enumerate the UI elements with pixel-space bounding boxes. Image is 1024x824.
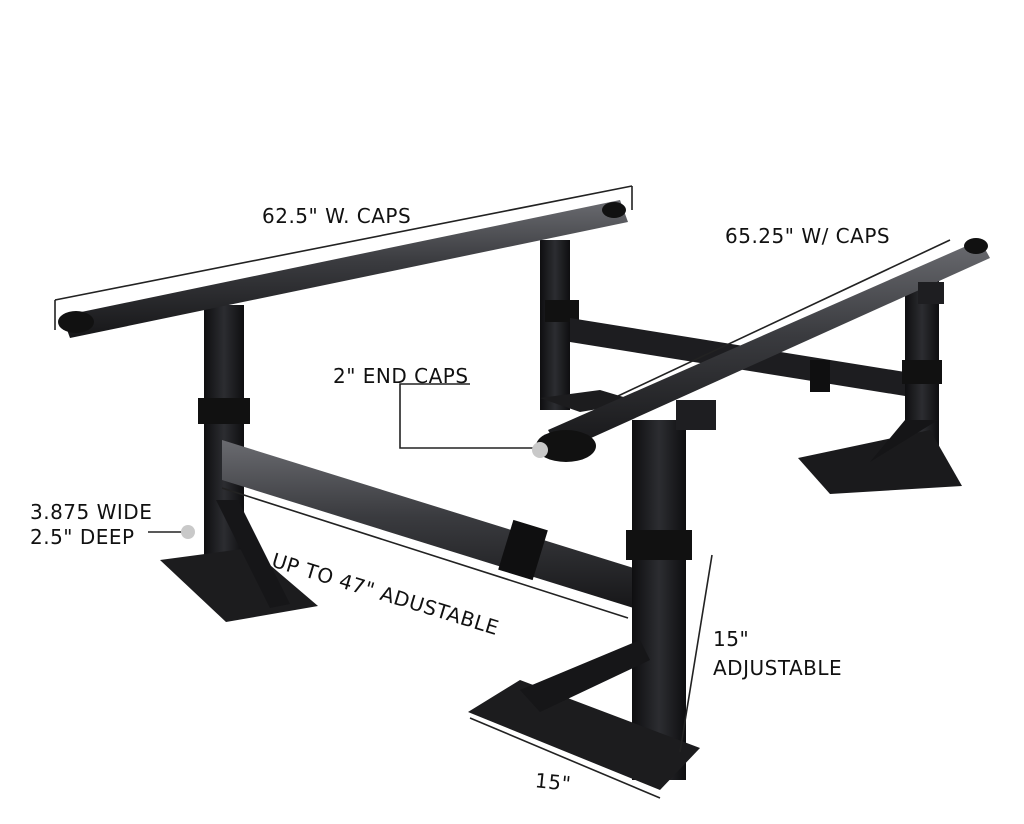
front-left-stand [160,305,318,622]
marker-dots [181,442,548,539]
post-depth-label: 2.5" DEEP [30,525,135,549]
base-width-label: 15" [533,768,573,796]
rear-right-stand [798,280,962,494]
front-crossbar [222,440,640,610]
rear-bar-length-label: 65.25" W/ CAPS [725,224,891,248]
front-bar-length-label: 62.5" W. CAPS [262,204,412,228]
dimension-lines [54,185,951,799]
height-label-value: 15" [713,627,750,651]
rear-left-stand [540,240,640,412]
front-top-bar [58,200,628,338]
rear-top-bar [536,238,990,462]
end-caps-label: 2" END CAPS [333,364,469,388]
front-right-stand [468,420,700,790]
height-label-text: ADJUSTABLE [713,656,843,680]
post-width-label: 3.875 WIDE [30,500,153,524]
